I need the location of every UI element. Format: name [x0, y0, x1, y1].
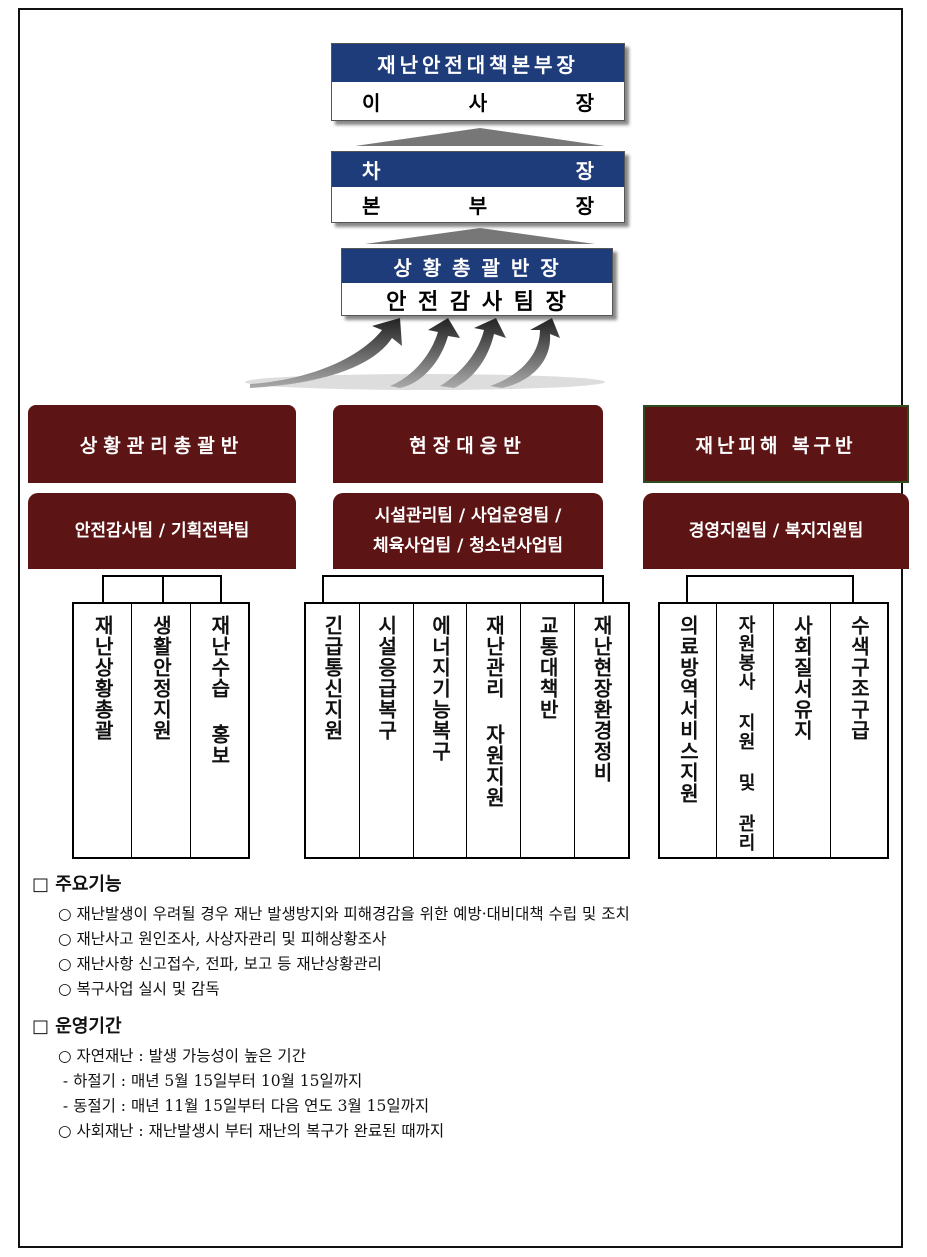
function-item: 재난수습 홍보 [189, 603, 248, 857]
up-arrow-2 [365, 228, 595, 244]
function-item: 생활안정지원 [131, 603, 189, 857]
connector-2-v2 [602, 575, 604, 603]
connector-1 [102, 575, 221, 577]
function-item: 시설응급복구 [358, 603, 413, 857]
function-item: 자원봉사 지원 및 관리 [716, 603, 773, 857]
connector-1-v1 [102, 575, 104, 603]
situation-chief-title: 상 황 총 괄 반 장 [342, 249, 612, 283]
dept-disaster-recovery: 재난피해 복구반 [643, 405, 909, 483]
operation-period-section: □ 운영기간 ○ 자연재난 : 발생 가능성이 높은 기간 - 하절기 : 매년… [32, 1012, 444, 1144]
function-columns-3: 의료방역서비스지원 자원봉사 지원 및 관리 사회질서유지 수색구조구급 [658, 603, 889, 859]
period-line: - 하절기 : 매년 5월 15일부터 10월 15일까지 [58, 1072, 363, 1090]
function-item: 재난현장환경정비 [574, 603, 628, 857]
period-line: ○ 자연재난 : 발생 가능성이 높은 기간 [58, 1047, 306, 1065]
connector-3-v1 [686, 575, 688, 603]
period-line: - 동절기 : 매년 11월 15일부터 다음 연도 3월 15일까지 [58, 1097, 430, 1115]
function-item: 수색구조구급 [830, 603, 887, 857]
function-columns-2: 긴급통신지원 시설응급복구 에너지기능복구 재난관리 자원지원 교통대책반 재난… [304, 603, 630, 859]
document-frame [18, 8, 903, 1248]
team-box-2: 시설관리팀 / 사업운영팀 / 체육사업팀 / 청소년사업팀 [333, 493, 603, 569]
period-line: ○ 사회재난 : 재난발생시 부터 재난의 복구가 완료된 때까지 [58, 1122, 445, 1140]
up-arrow-1 [355, 128, 605, 146]
connector-3 [686, 575, 853, 577]
team-box-1: 안전감사팀 / 기획전략팀 [28, 493, 296, 569]
function-line: ○ 재난발생이 우려될 경우 재난 발생방지와 피해경감을 위한 예방·대비대책… [58, 905, 630, 923]
main-functions-section: □ 주요기능 ○ 재난발생이 우려될 경우 재난 발생방지와 피해경감을 위한 … [32, 870, 630, 1002]
function-line: ○ 재난사고 원인조사, 사상자관리 및 피해상황조사 [58, 930, 387, 948]
function-item: 사회질서유지 [773, 603, 830, 857]
function-item: 의료방역서비스지원 [676, 615, 700, 804]
hq-chief-sub: 이 사 장 [362, 90, 594, 115]
function-item: 재난관리 자원지원 [466, 603, 520, 857]
connector-1-v2 [162, 575, 164, 603]
dept-field-response: 현장대응반 [333, 405, 603, 483]
connector-2-v1 [322, 575, 324, 603]
operation-period-title: □ 운영기간 [32, 1016, 122, 1037]
dept-situation-management: 상황관리총괄반 [28, 405, 296, 483]
rising-arrows-graphic [245, 318, 605, 390]
deputy-title: 차 장 [332, 152, 624, 187]
connector-2 [322, 575, 603, 577]
function-item: 에너지기능복구 [412, 603, 467, 857]
function-line: ○ 재난사항 신고접수, 전파, 보고 등 재난상황관리 [58, 955, 382, 973]
connector-1-v3 [220, 575, 222, 603]
function-item: 재난상황총괄 [90, 615, 115, 741]
main-functions-title: □ 주요기능 [32, 874, 122, 895]
connector-3-v2 [852, 575, 854, 603]
hq-chief-title: 재난안전대책본부장 [332, 44, 624, 82]
deputy-box: 차 장 본 부 장 [331, 151, 625, 223]
situation-chief-box: 상 황 총 괄 반 장 안 전 감 사 팀 장 [341, 248, 613, 316]
deputy-sub: 본 부 장 [362, 194, 594, 218]
function-columns-1: 재난상황총괄 생활안정지원 재난수습 홍보 [72, 603, 250, 859]
function-item: 교통대책반 [520, 603, 574, 857]
team-box-3: 경영지원팀 / 복지지원팀 [643, 493, 909, 569]
function-line: ○ 복구사업 실시 및 감독 [58, 980, 220, 998]
function-item: 긴급통신지원 [320, 615, 345, 741]
hq-chief-box: 재난안전대책본부장 이 사 장 [331, 43, 625, 121]
situation-chief-sub: 안 전 감 사 팀 장 [386, 290, 568, 315]
connector-1-top [72, 602, 250, 604]
